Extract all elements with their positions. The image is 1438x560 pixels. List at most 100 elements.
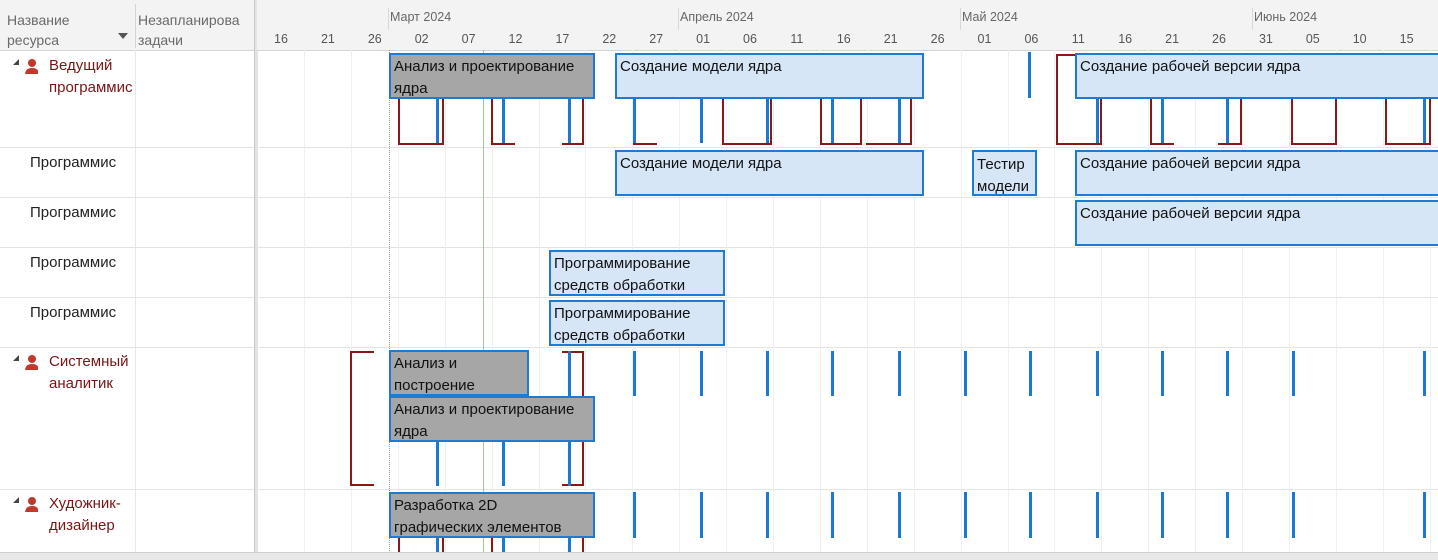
day-gridline: [1101, 50, 1103, 555]
work-tick: [1161, 492, 1164, 538]
row-divider: [0, 197, 1438, 198]
timescale-day: 16: [274, 32, 288, 46]
row-divider: [0, 297, 1438, 298]
work-tick: [700, 98, 703, 143]
day-gridline: [1429, 50, 1431, 555]
column-divider[interactable]: [135, 4, 136, 48]
task-bar[interactable]: Тестир модели: [972, 150, 1037, 196]
resource-name: Программис: [30, 254, 117, 271]
resource-sheet: [0, 0, 256, 559]
overallocated-resource-icon: [25, 355, 38, 370]
day-gridline: [444, 50, 446, 555]
row-divider: [0, 247, 1438, 248]
day-gridline: [350, 50, 352, 555]
task-bar[interactable]: Создание модели ядра: [615, 53, 924, 99]
work-tick: [1029, 492, 1032, 538]
timescale-day: 11: [1071, 32, 1085, 46]
pane-splitter[interactable]: [254, 0, 258, 559]
resource-name: дизайнер: [49, 517, 115, 534]
task-bar[interactable]: Анализ и проектирование ядра: [389, 396, 595, 442]
task-bar[interactable]: Программирование средств обработки: [549, 300, 725, 346]
task-bar[interactable]: Создание рабочей версии ядра: [1075, 200, 1438, 246]
resource-row-programmer-1[interactable]: Программис: [30, 152, 134, 174]
task-bar[interactable]: Создание рабочей версии ядра: [1075, 53, 1438, 99]
work-tick: [633, 351, 636, 396]
timescale-day: 01: [696, 32, 711, 46]
timescale-day: 31: [1258, 32, 1273, 46]
timescale-month: Июнь 2024: [1254, 10, 1318, 24]
task-bar[interactable]: Анализ и проектирование ядра: [389, 53, 595, 99]
collapse-triangle-icon[interactable]: [12, 354, 26, 370]
overallocated-resource-icon: [25, 59, 38, 74]
timescale-day: 21: [883, 32, 898, 46]
month-divider: [960, 8, 961, 30]
day-gridline: [397, 50, 399, 555]
work-tick: [568, 98, 571, 143]
work-tick: [1423, 492, 1426, 538]
resource-row-programmer-2[interactable]: Программис: [30, 202, 134, 224]
timescale-day: 05: [1305, 32, 1320, 46]
column-filter-arrow-icon[interactable]: [118, 33, 128, 39]
day-gridline: [1195, 50, 1197, 555]
work-tick: [1096, 98, 1099, 143]
work-tick: [1161, 98, 1164, 143]
work-tick: [633, 98, 636, 143]
work-tick: [568, 538, 571, 554]
day-gridline: [726, 50, 728, 555]
task-bar[interactable]: Анализ и построение: [389, 350, 529, 396]
day-gridline: [1148, 50, 1150, 555]
work-tick: [502, 538, 505, 554]
timescale-header: Март 2024 Апрель 2024 Май 2024 Июнь 2024: [257, 0, 1438, 51]
day-gridline: [1288, 50, 1290, 555]
resource-row-programmer-3[interactable]: Программис: [30, 252, 134, 274]
task-bar[interactable]: Создание модели ядра: [615, 150, 924, 196]
resource-sheet-header: Название ресурса Незапланирова задачи: [0, 0, 256, 51]
timescale-day: 06: [743, 32, 757, 46]
collapse-triangle-icon[interactable]: [12, 496, 26, 512]
day-gridline: [1335, 50, 1337, 555]
overallocated-resource-icon: [25, 497, 38, 512]
work-tick: [964, 492, 967, 538]
work-tick: [831, 98, 834, 143]
day-gridline: [1054, 50, 1056, 555]
resource-row-programmer-4[interactable]: Программис: [30, 302, 134, 324]
work-tick: [1292, 351, 1295, 396]
day-gridline: [773, 50, 774, 555]
timescale-day: 22: [602, 32, 617, 46]
row-divider: [0, 489, 1438, 490]
day-gridline: [1242, 50, 1243, 555]
day-gridline: [913, 50, 915, 555]
row-divider: [0, 347, 1438, 348]
collapse-triangle-icon[interactable]: [12, 58, 26, 74]
work-tick: [436, 538, 439, 554]
timescale-day: 26: [367, 32, 382, 46]
work-tick: [633, 492, 636, 538]
column-header-resource-name[interactable]: Название ресурса: [7, 12, 70, 48]
work-tick: [831, 351, 834, 396]
work-tick: [502, 98, 505, 143]
day-gridline: [819, 50, 821, 555]
timescale-month: Апрель 2024: [680, 10, 754, 24]
work-tick: [1423, 98, 1426, 143]
task-bar[interactable]: Разработка 2D графических элементов: [389, 492, 595, 538]
current-date-line: [483, 50, 484, 555]
timescale-day: 21: [320, 32, 335, 46]
timescale-day: 11: [790, 32, 804, 46]
work-tick: [898, 492, 901, 538]
work-tick: [898, 351, 901, 396]
work-tick: [1226, 98, 1229, 143]
day-gridline: [304, 50, 305, 555]
task-bar[interactable]: Создание рабочей версии ядра: [1075, 150, 1438, 196]
task-bar[interactable]: Программирование средств обработки: [549, 250, 725, 296]
work-tick: [964, 351, 967, 396]
timescale-day: 10: [1352, 32, 1367, 46]
timescale-day: 17: [555, 32, 570, 46]
resource-name: Ведущий: [49, 57, 113, 74]
work-tick: [1226, 351, 1229, 396]
column-header-unscheduled[interactable]: Незапланирова задачи: [138, 12, 240, 48]
column-gridline: [135, 50, 136, 555]
timescale-day: 26: [1212, 32, 1226, 46]
month-divider: [1252, 8, 1253, 30]
resource-name: Программис: [30, 204, 117, 221]
timescale-day: 26: [930, 32, 945, 46]
